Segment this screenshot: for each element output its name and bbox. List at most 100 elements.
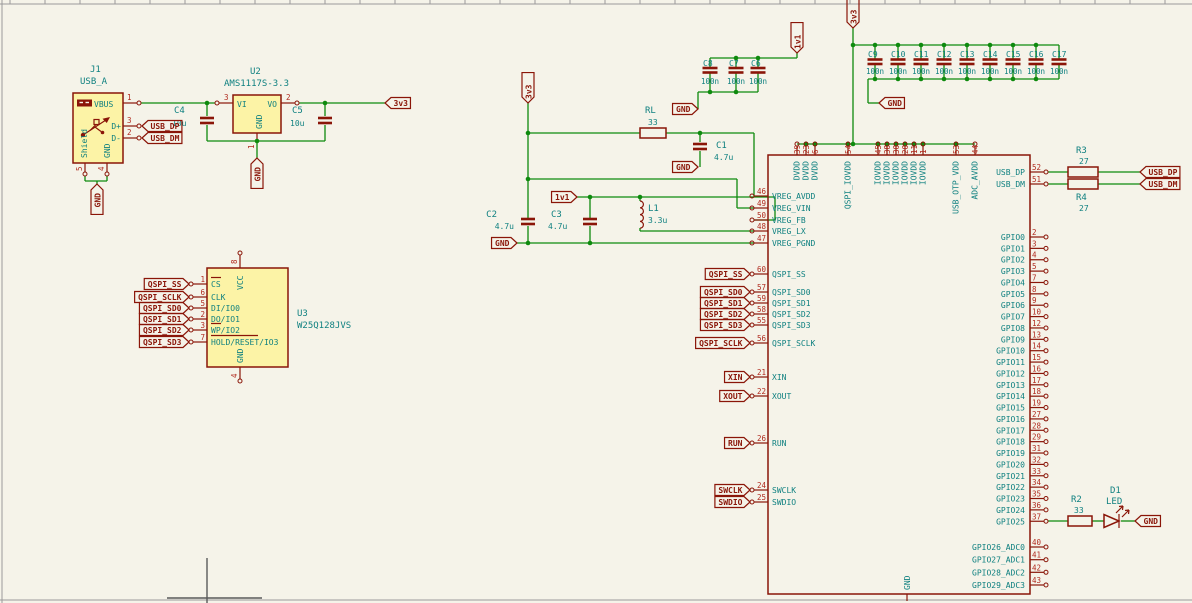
u2-body[interactable] <box>232 94 282 134</box>
cap-bank-main[interactable]: C9100nC10100nC11100nC12100nC13100nC14100… <box>866 50 1068 76</box>
global-label-XIN[interactable]: XIN <box>723 370 751 384</box>
svg-text:XOUT: XOUT <box>772 392 791 401</box>
mcu-left-pins[interactable]: 46VREG_AVDD49VREG_VIN50VREG_FB48VREG_LX4… <box>749 187 816 507</box>
svg-text:100n: 100n <box>958 67 976 76</box>
power-flag-gnd[interactable]: GND <box>1134 514 1162 528</box>
mcu[interactable]: GND <box>767 154 1031 601</box>
svg-text:100n: 100n <box>1027 67 1045 76</box>
j1-pin-gnd-name: GND <box>103 143 112 158</box>
svg-text:100n: 100n <box>981 67 999 76</box>
capacitor-c5[interactable]: C5 10u <box>290 106 332 128</box>
svg-text:7: 7 <box>200 333 205 342</box>
u3-body[interactable] <box>206 267 289 368</box>
svg-text:GND: GND <box>1144 517 1159 526</box>
svg-text:GPIO17: GPIO17 <box>996 426 1025 435</box>
global-label-usb-dp[interactable]: USB_DP <box>1139 165 1181 179</box>
global-label-SWCLK[interactable]: SWCLK <box>714 483 751 497</box>
svg-text:45: 45 <box>874 145 883 154</box>
global-label-QSPI_SS[interactable]: QSPI_SS <box>704 267 751 281</box>
r2-value: 33 <box>1074 506 1084 515</box>
resistor-r4[interactable] <box>1067 178 1099 190</box>
svg-text:IOVDD: IOVDD <box>883 161 892 185</box>
vreg-network[interactable]: RL 33 C1 4.7u C2 4.7u C3 4.7u L1 3.3u <box>486 106 733 231</box>
global-label-usb-dm[interactable]: USB_DM <box>1139 177 1181 191</box>
svg-text:QSPI_SCLK: QSPI_SCLK <box>138 293 182 302</box>
led-circuit[interactable]: R2 33 D1 LED <box>1067 486 1130 529</box>
global-label-QSPI_SCLK[interactable]: QSPI_SCLK <box>695 336 751 350</box>
flash-u3[interactable]: U3 W25Q128JVS VCC GND 8 4 <box>206 250 351 384</box>
mcu-pin-gnd-name: GND <box>903 575 912 590</box>
mcu-right-pins[interactable]: 52USB_DP51USB_DM2GPIO03GPIO14GPIO25GPIO3… <box>972 163 1049 590</box>
junction-dot <box>525 240 531 246</box>
global-label-QSPI_SD2[interactable]: QSPI_SD2 <box>699 307 751 321</box>
power-flag-gnd[interactable]: GND <box>671 102 699 116</box>
j1-body[interactable] <box>72 92 124 164</box>
power-flag-gnd[interactable]: GND <box>250 157 264 190</box>
inductor-l1[interactable] <box>639 200 644 229</box>
power-flag-gnd[interactable]: GND <box>671 160 699 174</box>
power-flag-3v3[interactable]: 3v3 <box>384 96 412 110</box>
power-flag-1v1[interactable]: 1v1 <box>790 21 804 54</box>
led-d1[interactable] <box>1103 513 1121 529</box>
power-flag-gnd[interactable]: GND <box>90 183 104 216</box>
svg-text:C12: C12 <box>937 50 952 59</box>
resistor-rl[interactable] <box>639 127 667 139</box>
svg-text:37: 37 <box>1032 512 1041 521</box>
power-flag-1v1[interactable]: 1v1 <box>550 190 578 204</box>
global-label-QSPI_SD3[interactable]: QSPI_SD3 <box>138 335 190 349</box>
u2-pin-gnd-name: GND <box>255 114 264 129</box>
junction-dot <box>941 42 947 48</box>
global-label-usb-dp[interactable]: USB_DP <box>141 119 183 133</box>
svg-text:GPIO14: GPIO14 <box>996 392 1025 401</box>
power-flag-gnd[interactable]: GND <box>878 96 906 110</box>
resistor-r2[interactable] <box>1067 515 1093 527</box>
global-label-QSPI_SD3[interactable]: QSPI_SD3 <box>699 318 751 332</box>
junction-dot <box>525 130 531 136</box>
mcu-body[interactable] <box>767 154 1031 595</box>
svg-text:C13: C13 <box>960 50 975 59</box>
power-flag-gnd[interactable]: GND <box>490 236 518 250</box>
usb-trident-icon <box>80 117 110 138</box>
global-label-QSPI_SD0[interactable]: QSPI_SD0 <box>699 285 751 299</box>
regulator-u2[interactable]: U2 AMS1117S-3.3 VI VO GND 3 2 1 <box>214 67 300 149</box>
junction-dot <box>941 76 947 82</box>
usb-termination[interactable]: R3 27 R4 27 <box>1067 146 1099 213</box>
power-flag-3v3[interactable]: 3v3 <box>521 71 535 104</box>
global-label-QSPI_SD0[interactable]: QSPI_SD0 <box>138 301 190 315</box>
svg-text:28: 28 <box>1032 421 1042 430</box>
global-label-XOUT[interactable]: XOUT <box>719 389 751 403</box>
global-label-RUN[interactable]: RUN <box>723 436 751 450</box>
global-label-QSPI_SD2[interactable]: QSPI_SD2 <box>138 323 190 337</box>
svg-text:GPIO0: GPIO0 <box>1001 233 1025 242</box>
global-label-QSPI_SCLK[interactable]: QSPI_SCLK <box>134 290 190 304</box>
l1-value: 3.3u <box>648 216 667 225</box>
usb-connector-j1[interactable]: J1 USB_A VBUS Shield GND 1 3 2 5 4 D+ D- <box>72 65 142 177</box>
junction-dot <box>587 194 593 200</box>
svg-text:5: 5 <box>1032 262 1037 271</box>
svg-text:QSPI_SD0: QSPI_SD0 <box>704 288 743 297</box>
svg-text:35: 35 <box>1032 490 1041 499</box>
svg-text:39: 39 <box>793 145 802 154</box>
capacitor-c4[interactable]: C4 10u <box>172 106 214 128</box>
global-label-QSPI_SD1[interactable]: QSPI_SD1 <box>699 296 751 310</box>
svg-text:1: 1 <box>919 149 928 154</box>
svg-text:GPIO3: GPIO3 <box>1001 267 1025 276</box>
c2-value: 4.7u <box>495 222 514 231</box>
svg-text:GPIO9: GPIO9 <box>1001 335 1025 344</box>
junction-dot <box>964 76 970 82</box>
global-label-QSPI_SD1[interactable]: QSPI_SD1 <box>138 312 190 326</box>
svg-text:40: 40 <box>1032 538 1042 547</box>
global-label-SWDIO[interactable]: SWDIO <box>714 495 751 509</box>
svg-text:30: 30 <box>892 144 901 154</box>
svg-text:41: 41 <box>1032 551 1041 560</box>
svg-text:31: 31 <box>1032 444 1041 453</box>
svg-text:IOVDD: IOVDD <box>910 161 919 185</box>
global-label-usb-dm[interactable]: USB_DM <box>141 131 183 145</box>
power-flag-3v3[interactable]: 3v3 <box>846 0 860 29</box>
global-label-QSPI_SS[interactable]: QSPI_SS <box>143 277 190 291</box>
resistor-r3[interactable] <box>1067 166 1099 178</box>
mcu-top-pins[interactable]: 39DVDD23DVDD6DVDD54QSPI_IOVDD45IOVDD38IO… <box>793 141 981 214</box>
svg-text:GPIO18: GPIO18 <box>996 438 1025 447</box>
